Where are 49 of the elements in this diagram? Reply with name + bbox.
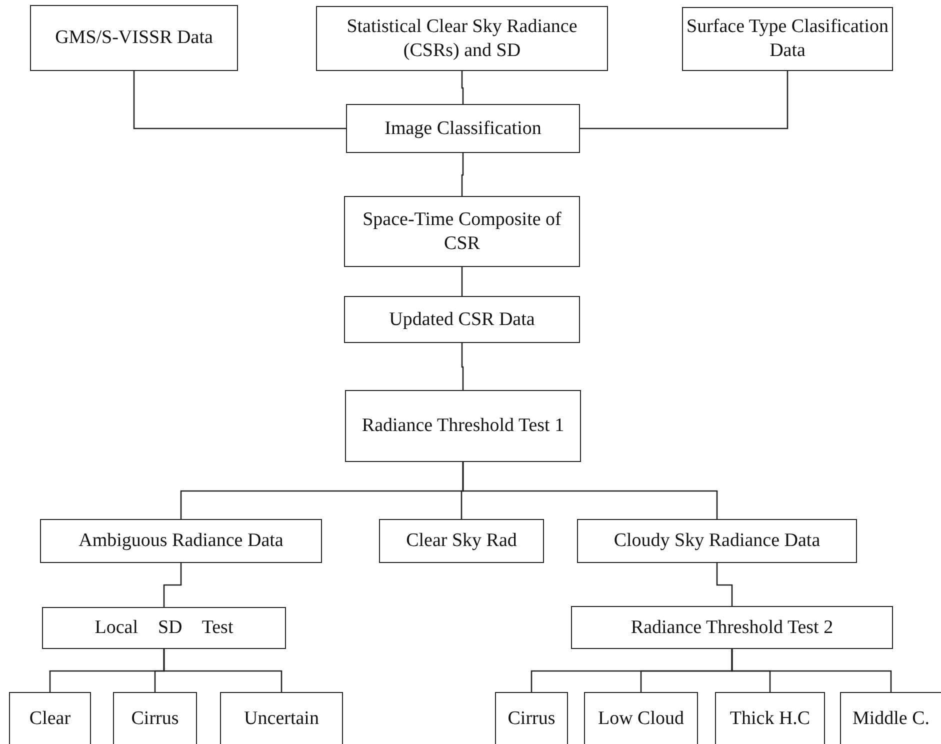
process-box	[113, 692, 197, 744]
connector-line	[133, 71, 346, 130]
connector-line	[716, 563, 733, 606]
connector-line	[461, 71, 464, 104]
box-label: Radiance Threshold Test 2	[630, 616, 834, 640]
process-box	[584, 692, 698, 744]
process-box	[840, 692, 941, 744]
process-box	[346, 104, 580, 153]
connector-line	[461, 343, 464, 390]
process-box	[344, 196, 580, 267]
connector-line	[461, 153, 464, 196]
box-label: Radiance Threshold Test 1	[362, 414, 564, 438]
connector-line	[462, 462, 718, 519]
process-box	[42, 607, 286, 649]
box-label: Clear	[29, 707, 71, 731]
box-label: Cloudy Sky Radiance Data	[614, 529, 820, 553]
process-box	[316, 6, 608, 71]
process-box	[495, 692, 568, 744]
box-label: Ambiguous Radiance Data	[78, 529, 284, 553]
box-label: Surface Type Clasification Data	[686, 15, 889, 63]
process-box	[345, 390, 581, 462]
process-box	[682, 7, 893, 71]
connector-line	[163, 563, 182, 607]
box-label: Statistical Clear Sky Radiance (CSRs) and SD	[346, 14, 578, 62]
connector-line	[163, 649, 282, 692]
box-label: Clear Sky Rad	[406, 529, 517, 553]
box-label: Uncertain	[244, 707, 319, 731]
process-box	[220, 692, 343, 744]
process-box	[571, 606, 893, 649]
box-label: Cirrus	[131, 707, 179, 731]
box-label: Thick H.C	[730, 707, 810, 731]
box-label: Cirrus	[508, 707, 556, 731]
process-box	[9, 692, 91, 744]
box-label: Updated CSR Data	[389, 308, 535, 332]
box-label: Local SD Test	[94, 616, 234, 640]
process-box	[30, 5, 238, 71]
box-label: Middle C.	[852, 707, 930, 731]
connector-line	[580, 71, 788, 130]
connector-line	[731, 649, 892, 692]
box-label: Image Classification	[384, 116, 542, 140]
process-box	[577, 519, 857, 563]
process-box	[715, 692, 825, 744]
box-label: GMS/S-VISSR Data	[55, 26, 213, 50]
box-label: Low Cloud	[598, 707, 684, 731]
box-label: Space-Time Composite of CSR	[362, 208, 562, 256]
connector-line	[461, 267, 463, 296]
process-box	[40, 519, 322, 563]
process-box	[344, 296, 580, 343]
process-box	[379, 519, 544, 563]
